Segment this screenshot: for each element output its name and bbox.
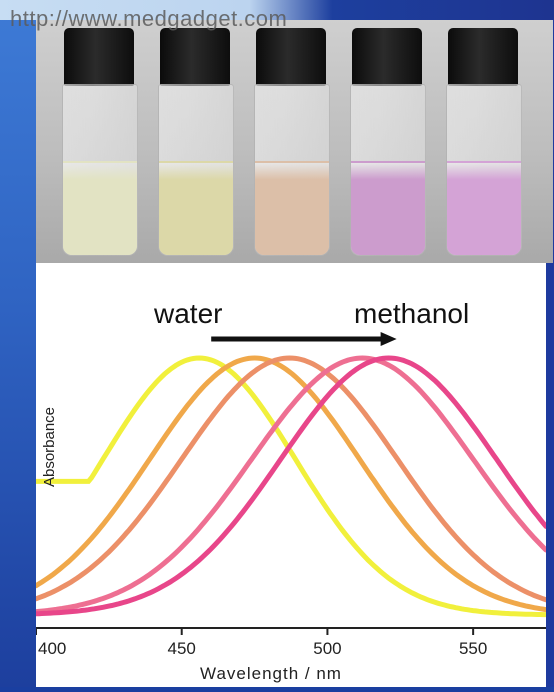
vial-2 [154, 28, 236, 256]
series-line-2 [33, 355, 549, 613]
x-axis-label: Wavelength / nm [200, 664, 342, 683]
vial-glass [62, 84, 138, 256]
vial-5 [442, 28, 524, 256]
vial-liquid [351, 161, 425, 255]
background-left-panel [0, 0, 36, 687]
annotation-water: water [153, 298, 222, 329]
direction-arrow-head [380, 332, 397, 346]
x-tick-label: 400 [38, 639, 66, 658]
x-tick-label: 450 [168, 639, 196, 658]
vial-glass [446, 84, 522, 256]
series-line-1 [33, 355, 549, 618]
chart-svg: water methanol 400 450 500 550 Absorbance W… [33, 298, 549, 683]
series-line-3 [33, 355, 549, 603]
vial-glass [350, 84, 426, 256]
y-axis-label: Absorbance [41, 407, 58, 487]
vial-4 [346, 28, 428, 256]
x-tick-label: 550 [459, 639, 487, 658]
watermark-url: http://www.medgadget.com [10, 6, 288, 31]
annotation-methanol: methanol [354, 298, 469, 329]
vial-1 [58, 28, 140, 256]
vial-cap [256, 28, 326, 86]
x-tick-label: 500 [313, 639, 341, 658]
series-line-4 [33, 355, 549, 615]
background-right-strip [546, 20, 554, 687]
background-top-banner [0, 0, 554, 20]
vial-cap [352, 28, 422, 86]
x-axis-ticks: 400 450 500 550 [35, 628, 487, 658]
vial-glass [254, 84, 330, 256]
vial-glass [158, 84, 234, 256]
absorbance-chart: water methanol 400 450 500 550 Absorbance W… [33, 263, 549, 687]
vial-liquid [255, 161, 329, 255]
vial-cap [160, 28, 230, 86]
chart-curves [33, 355, 549, 618]
vial-cap [448, 28, 518, 86]
vial-liquid [159, 161, 233, 255]
series-line-5 [33, 355, 549, 617]
vial-liquid [63, 161, 137, 255]
vial-cap [64, 28, 134, 86]
vials-photo [36, 20, 553, 263]
vial-liquid [447, 161, 521, 255]
vial-3 [250, 28, 332, 256]
